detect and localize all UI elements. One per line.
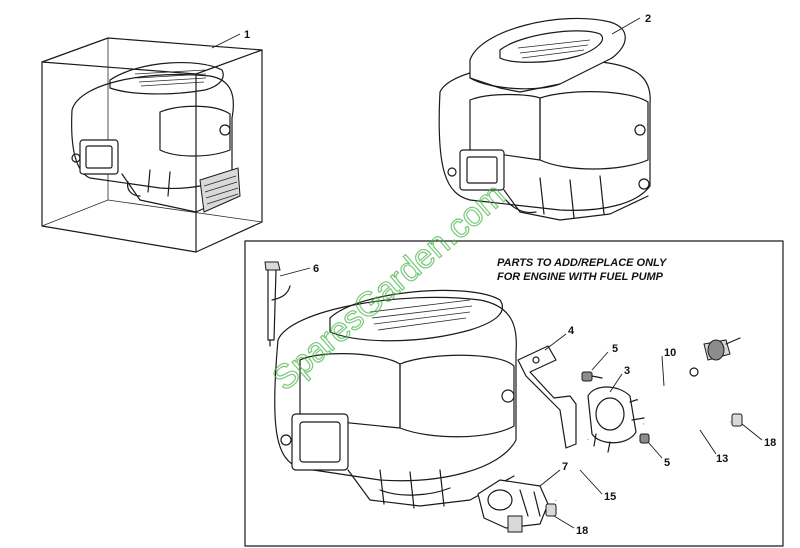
engine-3	[274, 289, 517, 509]
part-18-clamp-a	[731, 413, 743, 427]
leader-18a	[741, 423, 763, 441]
callout-5b: 5	[664, 457, 670, 469]
leader-6	[279, 267, 311, 277]
part-15-hose	[554, 439, 590, 501]
part-4-bracket	[517, 345, 577, 449]
note-line-2: FOR ENGINE WITH FUEL PUMP	[497, 271, 664, 283]
callout-2: 2	[645, 13, 651, 25]
engine-2	[438, 17, 651, 221]
fuel-pump-kit-frame	[244, 240, 784, 547]
callout-18b: 18	[576, 525, 588, 537]
callout-4: 4	[568, 325, 575, 337]
callout-15: 15	[604, 491, 616, 503]
part-18-clamp-b	[545, 503, 557, 517]
callout-7: 7	[562, 461, 568, 473]
callout-10: 10	[664, 347, 676, 359]
leader-5b	[647, 441, 663, 459]
callout-5a: 5	[612, 343, 618, 355]
callout-18a: 18	[764, 437, 776, 449]
fuel-fitting	[703, 337, 741, 361]
part-5-screw-b	[639, 433, 650, 444]
leader-7	[539, 469, 561, 487]
part-5-screw-a	[581, 371, 603, 382]
watermark: SparesGarden.com	[265, 176, 512, 398]
leader-2	[611, 17, 641, 35]
part-7-carburetor	[477, 479, 549, 533]
leader-5a	[591, 351, 609, 371]
part-13-hose	[643, 420, 731, 430]
engine-kit-1	[41, 37, 263, 253]
leader-3	[609, 373, 623, 393]
leader-10	[661, 355, 665, 387]
part-10-hose	[637, 372, 691, 402]
callout-3: 3	[624, 365, 630, 377]
part-6-dipstick	[264, 261, 291, 347]
callout-6: 6	[313, 263, 319, 275]
leader-13	[699, 429, 717, 455]
hose-clamp-10	[689, 367, 699, 377]
leader-1	[211, 33, 241, 49]
callout-13: 13	[716, 453, 728, 465]
leader-15	[579, 469, 603, 495]
leader-4	[544, 333, 567, 351]
callout-1: 1	[244, 29, 250, 41]
note-line-1: PARTS TO ADD/REPLACE ONLY	[497, 257, 668, 269]
leader-18b	[553, 515, 575, 529]
part-3-fuel-pump	[587, 386, 645, 453]
